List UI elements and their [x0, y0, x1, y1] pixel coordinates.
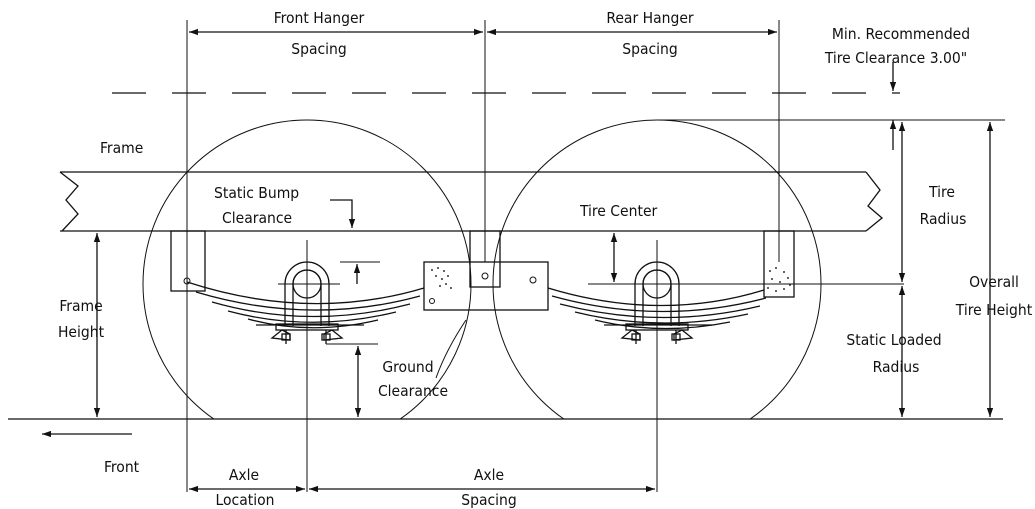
- axle-location-label-1: Axle: [229, 466, 259, 484]
- static-bump-label-2: Clearance: [222, 209, 292, 227]
- frame-label: Frame: [100, 139, 143, 157]
- axle-spacing-label-2: Spacing: [461, 491, 517, 509]
- front-hanger-label-2: Spacing: [291, 40, 347, 58]
- min-clearance-label-1: Min. Recommended: [832, 25, 970, 43]
- static-loaded-label-1: Static Loaded: [846, 331, 941, 349]
- rear-hanger-label-1: Rear Hanger: [606, 9, 694, 27]
- tire-radius-label-1: Tire: [928, 183, 955, 201]
- overall-height-label-1: Overall: [969, 273, 1019, 291]
- frame-height-label-1: Frame: [59, 297, 102, 315]
- front-leaf-spring: [186, 281, 425, 329]
- axle-location-label-2: Location: [216, 491, 275, 509]
- rear-hanger-label-2: Spacing: [622, 40, 678, 58]
- frame-rail: [59, 171, 884, 232]
- frame-height-label-2: Height: [58, 323, 105, 341]
- front-tire: [142, 119, 472, 419]
- axle-spacing-label-1: Axle: [474, 466, 504, 484]
- min-clearance-label-2: Tire Clearance 3.00": [824, 49, 967, 67]
- overall-height-label-2: Tire Height: [955, 301, 1033, 319]
- tire-center-label: Tire Center: [579, 202, 658, 220]
- ground-clearance-label-1: Ground: [382, 358, 433, 376]
- ground-clearance-leader: [435, 319, 467, 379]
- static-bump-label-1: Static Bump: [214, 184, 299, 202]
- rear-hanger: [763, 230, 795, 298]
- static-loaded-label-2: Radius: [873, 358, 920, 376]
- tire-radius-label-2: Radius: [920, 210, 967, 228]
- static-bump-clearance-leader: [330, 199, 356, 228]
- equalizer-hanger: [423, 230, 549, 311]
- rear-leaf-spring: [547, 287, 767, 330]
- ground-clearance-label-2: Clearance: [378, 382, 448, 400]
- front-label: Front: [104, 458, 140, 476]
- front-hanger-label-1: Front Hanger: [274, 9, 365, 27]
